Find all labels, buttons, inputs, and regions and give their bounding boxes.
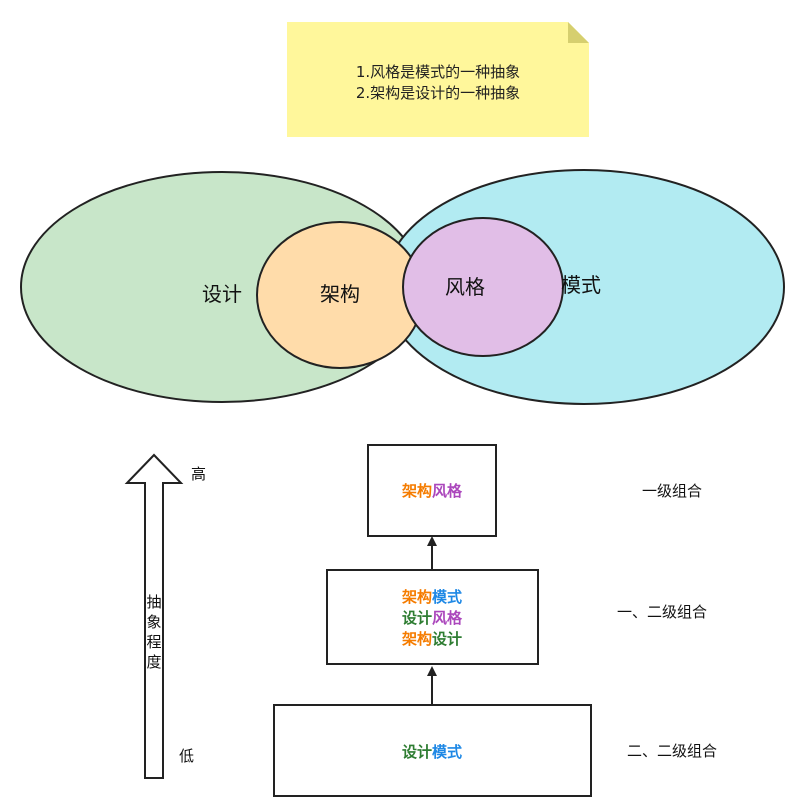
level-term: 设计 (432, 630, 462, 648)
level-box-3: 设计模式 (273, 704, 592, 797)
level-box-2: 架构模式 设计风格 架构设计 (326, 569, 539, 665)
axis-char-3: 程 (146, 633, 161, 651)
axis-char-2: 象 (146, 613, 161, 631)
level-2-line-2: 设计风格 (402, 609, 463, 627)
level-term: 设计 (402, 609, 432, 627)
style-ellipse (402, 217, 564, 357)
level-2-line-1: 架构模式 (401, 588, 462, 606)
axis-char-4: 度 (146, 653, 161, 671)
level-1-rect (367, 444, 497, 537)
level-3-rect (273, 704, 592, 797)
design-label: 设计 (202, 282, 242, 306)
level-1-side-label: 一级组合 (642, 482, 702, 500)
level-2-side-label: 一、二级组合 (617, 603, 707, 621)
level-3-side-label: 二、二级组合 (627, 742, 717, 760)
note-line-2: 2.架构是设计的一种抽象 (356, 84, 520, 102)
concept-ellipses: 设计 架构 风格 模式 (20, 169, 785, 405)
level-term: 模式 (432, 743, 462, 761)
high-label: 高 (191, 465, 206, 483)
architecture-label: 架构 (320, 282, 360, 306)
level-3-text: 设计模式 (402, 743, 462, 761)
pattern-label: 模式 (561, 273, 601, 297)
level-term: 架构 (401, 482, 432, 500)
level-term: 架构 (401, 630, 432, 648)
style-label: 风格 (445, 275, 485, 299)
level-1-text: 架构风格 (401, 482, 463, 500)
sticky-note: 1.风格是模式的一种抽象 2.架构是设计的一种抽象 (287, 22, 589, 137)
axis-label-bg (146, 592, 162, 674)
abstraction-arrow: 抽 象 程 度 高 低 (124, 453, 206, 779)
note-line-1: 1.风格是模式的一种抽象 (356, 63, 520, 81)
level-term: 架构 (401, 588, 432, 606)
level-2-rect (326, 569, 539, 665)
low-label: 低 (179, 747, 194, 765)
note-body (287, 22, 589, 137)
level-2-line-3: 架构设计 (401, 630, 462, 648)
level-term: 风格 (432, 609, 463, 627)
note-fold (568, 22, 589, 43)
level-box-1: 架构风格 (367, 444, 497, 537)
axis-char-1: 抽 (146, 593, 161, 611)
level-term: 模式 (432, 588, 462, 606)
level-term: 风格 (432, 482, 463, 500)
level-term: 设计 (402, 743, 432, 761)
